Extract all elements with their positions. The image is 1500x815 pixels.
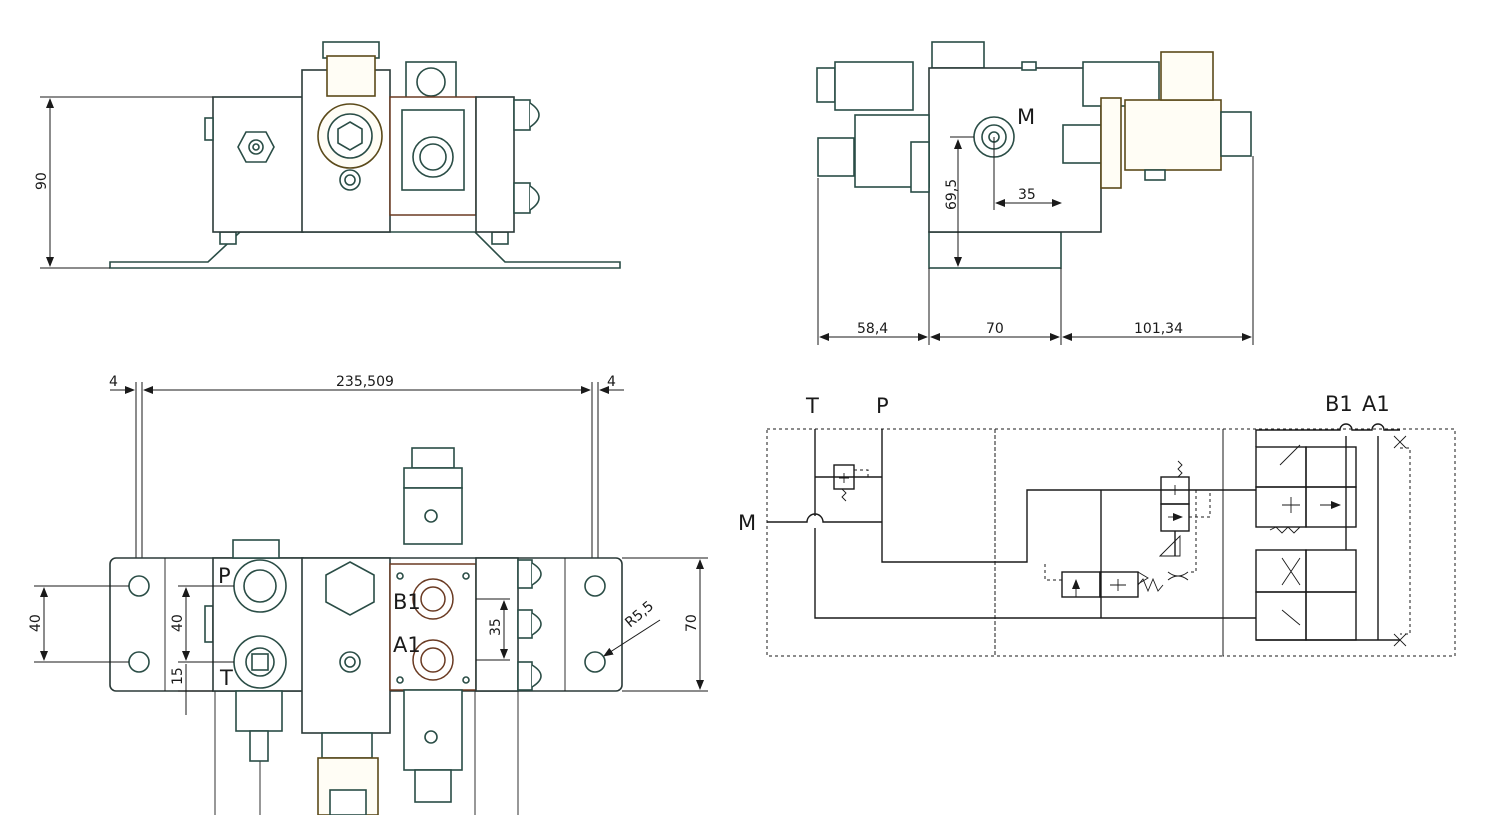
module-inlet bbox=[766, 428, 996, 657]
schem-label-m: M bbox=[738, 511, 756, 535]
valve-block-left bbox=[212, 96, 304, 233]
schem-label-p: P bbox=[876, 394, 889, 418]
bracket-bolt bbox=[219, 231, 237, 245]
mount-hole bbox=[128, 575, 150, 597]
bottom-fitting bbox=[235, 690, 283, 732]
fitting bbox=[513, 99, 531, 131]
dim-35-end: 35 bbox=[1018, 187, 1036, 203]
dim-35-top: 35 bbox=[488, 618, 504, 636]
plug-symbol bbox=[1393, 435, 1407, 449]
schem-label-a1: A1 bbox=[1362, 392, 1390, 416]
throttle-symbol bbox=[1167, 571, 1189, 581]
solenoid-connector-right bbox=[1160, 51, 1214, 101]
dim-4-left: 4 bbox=[109, 374, 118, 390]
top-view: 4 235,509 4 P T bbox=[28, 374, 708, 815]
dim-40-inner: 40 bbox=[170, 614, 186, 632]
end-view: M 69,5 35 58,4 70 101,34 bbox=[816, 41, 1254, 345]
top-connector bbox=[931, 41, 985, 69]
hex-socket-icon bbox=[337, 121, 363, 151]
hex-plug-icon bbox=[325, 561, 375, 616]
dim-58-4: 58,4 bbox=[857, 321, 888, 337]
dir-valve-lower bbox=[1255, 549, 1307, 593]
side-view: 90 bbox=[34, 41, 621, 269]
solenoid-connector bbox=[834, 61, 914, 111]
plug-symbol bbox=[1393, 633, 1407, 647]
solenoid-coil bbox=[326, 55, 376, 97]
label-port-b1: B1 bbox=[393, 590, 421, 614]
dim-101-34: 101,34 bbox=[1134, 321, 1183, 337]
fitting bbox=[513, 182, 531, 214]
mount-hole bbox=[128, 651, 150, 673]
module-directional bbox=[1222, 428, 1456, 657]
schem-label-t: T bbox=[805, 394, 819, 418]
label-port-a1: A1 bbox=[393, 633, 421, 657]
end-plate bbox=[475, 96, 515, 233]
bracket-bolt bbox=[491, 231, 509, 245]
hydraulic-schematic: T P B1 A1 M bbox=[738, 392, 1456, 657]
dim-r5-5: R5,5 bbox=[622, 598, 657, 631]
mounting-bracket bbox=[109, 231, 621, 269]
dim-70-end: 70 bbox=[986, 321, 1004, 337]
dim-69-5: 69,5 bbox=[944, 179, 960, 210]
schem-label-b1: B1 bbox=[1325, 392, 1353, 416]
label-port-m: M bbox=[1017, 105, 1035, 129]
dim-70-top: 70 bbox=[684, 614, 700, 632]
dim-40-outer: 40 bbox=[28, 614, 44, 632]
mount-hole bbox=[584, 575, 606, 597]
base-plate bbox=[928, 231, 1062, 269]
dim-height-90: 90 bbox=[34, 172, 50, 190]
label-port-p: P bbox=[218, 564, 231, 588]
side-plug bbox=[204, 117, 214, 141]
dim-15: 15 bbox=[170, 667, 186, 685]
dir-valve-upper bbox=[1255, 446, 1307, 488]
dim-4-right: 4 bbox=[607, 374, 616, 390]
top-plug bbox=[232, 539, 280, 559]
solenoid-coil-right bbox=[1124, 99, 1222, 171]
label-port-t: T bbox=[219, 666, 233, 690]
mount-hole bbox=[584, 651, 606, 673]
sequence-valve bbox=[1061, 571, 1101, 598]
module-middle bbox=[994, 428, 1224, 657]
dim-235-509: 235,509 bbox=[336, 374, 394, 390]
solenoid-bottom-view bbox=[403, 689, 463, 771]
relief-valve bbox=[833, 464, 855, 490]
